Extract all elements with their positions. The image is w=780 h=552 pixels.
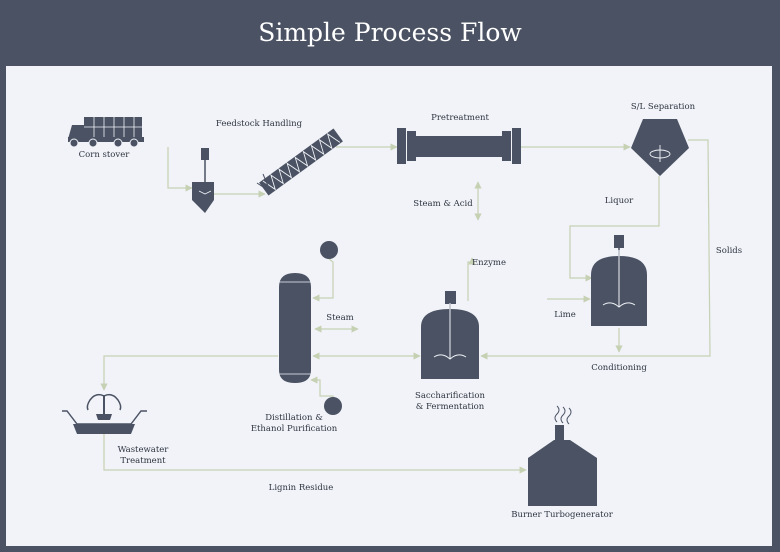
label-steam: Steam [326, 313, 353, 323]
label-enzyme: Enzyme [472, 258, 506, 268]
conveyor-inlet-icon [256, 173, 269, 190]
label-saccharification: Saccharification [415, 391, 485, 401]
label-conditioning: Conditioning [591, 363, 647, 373]
pretreatment-reactor-icon [397, 128, 521, 164]
label-feedstock-handling: Feedstock Handling [216, 119, 303, 129]
diagram-canvas: Corn stover Feedstock Handling Pretreatm… [6, 66, 772, 546]
distillation-column-icon [279, 273, 311, 383]
label-lime: Lime [554, 310, 575, 320]
label-burner-turbogenerator: Burner Turbogenerator [511, 510, 613, 520]
screw-conveyor-icon [259, 128, 343, 196]
conditioning-tank-icon [591, 235, 647, 326]
flow-distillation-to-wastewater [100, 355, 278, 391]
label-solids: Solids [716, 246, 742, 256]
label-steam-acid: Steam & Acid [413, 199, 473, 209]
reboiler-icon [324, 397, 342, 415]
process-flow-diagram: Corn stover Feedstock Handling Pretreatm… [62, 102, 742, 520]
page-title: Simple Process Flow [258, 18, 522, 47]
flow-liquor [569, 176, 660, 282]
label-pretreatment: Pretreatment [431, 113, 489, 123]
label-distillation: Distillation & [265, 413, 323, 423]
burner-turbogenerator-icon [528, 405, 597, 506]
label-wastewater-treatment: Treatment [120, 456, 166, 466]
truck-icon [68, 117, 144, 148]
flow-enzyme [467, 257, 476, 301]
sl-separator-icon [631, 119, 689, 176]
fermentation-tank-icon [421, 291, 479, 379]
flow-truck-to-hopper [167, 147, 193, 192]
label-fermentation: & Fermentation [416, 402, 485, 412]
label-liquor: Liquor [605, 196, 634, 206]
feed-hopper-icon [192, 148, 214, 213]
flow-wastewater-to-burner [103, 432, 527, 474]
label-lignin-residue: Lignin Residue [269, 483, 334, 493]
label-ethanol-purification: Ethanol Purification [251, 424, 338, 434]
label-wastewater: Wastewater [118, 445, 170, 455]
label-sl-separation: S/L Separation [631, 102, 696, 112]
condenser-icon [320, 241, 338, 259]
wastewater-basin-icon [62, 393, 147, 434]
label-corn-stover: Corn stover [79, 150, 131, 160]
flow-top-condenser [312, 258, 334, 302]
flow-solids [480, 139, 711, 360]
